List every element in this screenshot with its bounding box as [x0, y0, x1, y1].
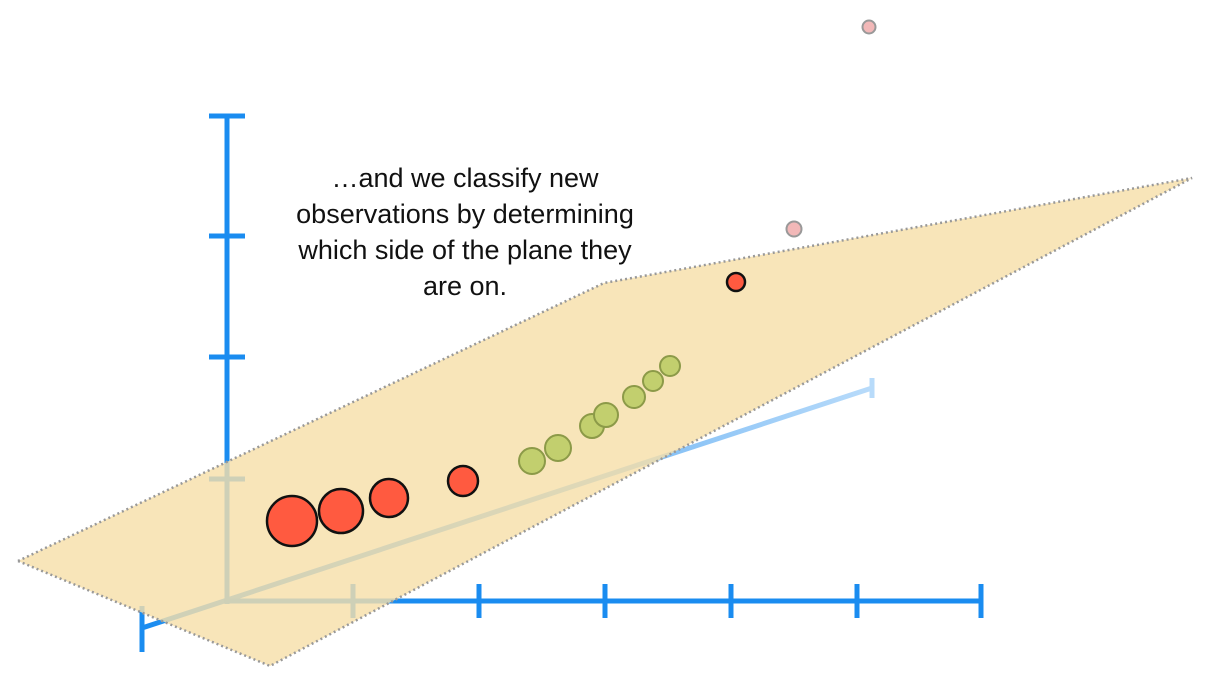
caption-line: are on.	[422, 271, 508, 301]
caption-line: which side of the plane they	[298, 235, 632, 265]
green-point	[622, 385, 646, 409]
green-point	[544, 434, 572, 462]
red-point	[446, 464, 480, 498]
new-observations	[725, 19, 877, 293]
green-point	[593, 402, 619, 428]
red-point	[317, 487, 365, 535]
caption-text: …and we classify new observations by det…	[262, 160, 668, 304]
red-point	[265, 494, 319, 548]
red-point	[368, 477, 410, 519]
green-point	[642, 370, 664, 392]
new-observation-point	[725, 271, 747, 293]
caption-line: observations by determining	[296, 199, 634, 229]
green-point	[518, 447, 546, 475]
new-observation-point-faded	[861, 19, 877, 35]
red-class-points	[265, 464, 480, 548]
caption-line: …and we classify new	[331, 163, 599, 193]
green-class-points	[518, 355, 681, 475]
green-point	[659, 355, 681, 377]
new-observation-point-faded	[785, 220, 803, 238]
